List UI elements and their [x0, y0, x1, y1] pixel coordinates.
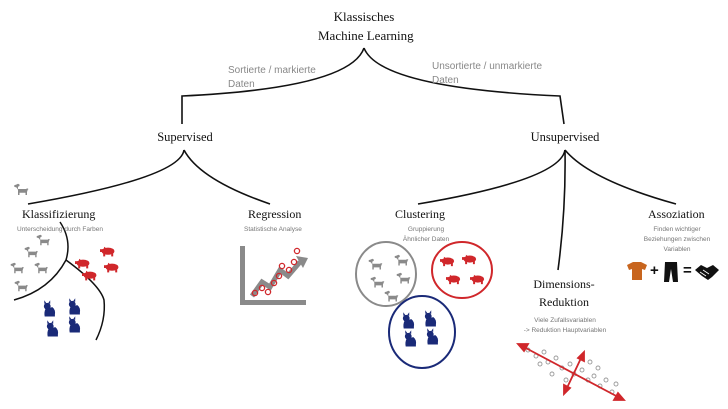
classification-illustration: [10, 183, 121, 341]
dimred-subtitle-line1: Viele Zufallsvariablen: [534, 317, 596, 324]
association-title: Assoziation: [648, 207, 705, 221]
dog-icon: [36, 234, 50, 246]
regression-subtitle: Statistische Analyse: [244, 226, 302, 233]
clustering-title: Clustering: [395, 207, 445, 221]
edge-label-supervised: Sortierte / markierte Daten: [228, 64, 316, 92]
cat-icon: [426, 328, 441, 345]
cat-icon: [402, 312, 417, 329]
pig-icon: [440, 256, 456, 267]
dimred-title-line1: Dimensions-: [533, 277, 595, 291]
root-title-line1: Klassisches: [333, 9, 395, 24]
association-subtitle-line2: Beziehungen zwischen: [643, 236, 711, 243]
cat-icon: [424, 310, 439, 327]
connector-regression: [183, 149, 271, 205]
pig-icon: [82, 270, 99, 281]
clustering-illustration: [355, 241, 493, 369]
principal-axis-head-end: [612, 391, 626, 401]
cat-icon: [43, 300, 58, 317]
dog-icon: [14, 280, 28, 292]
dog-icon: [368, 258, 383, 270]
root-node: Klassisches Machine Learning: [318, 7, 414, 45]
connector-association: [564, 149, 677, 205]
regression-trend-line: [249, 260, 302, 298]
regression-title: Regression: [248, 207, 302, 221]
unsupervised-node: Unsupervised: [530, 130, 600, 144]
secondary-axis: [565, 355, 583, 391]
edge-label-unsupervised-line2: Daten: [432, 75, 459, 86]
connector-root-unsupervised: [363, 47, 565, 125]
secondary-axis-head-start: [563, 383, 572, 397]
dog-icon: [370, 276, 385, 288]
pig-icon: [104, 262, 121, 273]
cluster-navy: [388, 295, 456, 369]
connector-classification: [27, 149, 185, 205]
dimred-axes: [516, 343, 626, 401]
cat-icon: [46, 320, 61, 337]
cluster-red: [431, 241, 493, 299]
pig-icon: [470, 274, 486, 285]
connector-dimred: [557, 149, 566, 271]
regression-x-axis: [240, 300, 306, 305]
dog-icon-group: [10, 183, 50, 292]
cluster-gray: [355, 241, 417, 307]
association-illustration: [627, 262, 719, 282]
edge-label-unsupervised: Unsortierte / unmarkierte Daten: [432, 60, 542, 88]
edge-label-supervised-line2: Daten: [228, 79, 255, 90]
regression-y-axis: [240, 246, 245, 304]
dog-icon-group: [368, 254, 411, 302]
trousers-icon: [664, 262, 678, 282]
dimred-title: Dimensions- Reduktion: [528, 275, 600, 311]
dimred-subtitle: Viele Zufallsvariablen -> Reduktion Haup…: [518, 316, 612, 336]
pig-icon: [462, 254, 478, 265]
dog-icon: [34, 262, 48, 274]
dog-icon: [10, 262, 24, 274]
pig-icon: [100, 246, 117, 257]
association-subtitle-line3: Variablen: [663, 246, 691, 253]
clustering-subtitle-line2: Ähnlicher Daten: [402, 236, 450, 243]
pig-icon: [75, 258, 92, 269]
classification-subtitle: Unterscheidung durch Farben: [17, 226, 103, 233]
dog-icon: [384, 290, 399, 302]
connector-root-supervised: [181, 47, 365, 125]
regression-arrow-head: [296, 256, 308, 268]
plus-sign: +: [650, 262, 659, 279]
association-subtitle-line1: Finden wichtiger: [653, 226, 701, 233]
secondary-axis-head-end: [576, 349, 585, 363]
association-subtitle: Finden wichtiger Beziehungen zwischen Va…: [640, 225, 714, 255]
root-title-line2: Machine Learning: [318, 28, 414, 43]
cat-icon: [68, 316, 83, 333]
edge-label-unsupervised-line1: Unsortierte / unmarkierte: [432, 61, 543, 72]
dimred-illustration: [516, 343, 626, 401]
dog-icon: [394, 254, 409, 266]
dimred-title-line2: Reduktion: [539, 295, 589, 309]
classification-title: Klassifizierung: [22, 207, 96, 221]
supervised-node: Supervised: [157, 130, 213, 144]
tshirt-icon: [627, 262, 647, 280]
principal-axis: [521, 345, 621, 399]
cat-icon-group: [402, 310, 441, 347]
pig-icon-group: [75, 246, 121, 281]
dog-icon: [396, 272, 411, 284]
clustering-subtitle-line1: Gruppierung: [407, 226, 445, 233]
edge-label-supervised-line1: Sortierte / markierte: [228, 65, 316, 76]
regression-points: [251, 247, 301, 297]
regression-illustration: [240, 246, 308, 305]
tree-connectors: [27, 47, 677, 271]
clustering-subtitle: Gruppierung Ähnlicher Daten: [398, 225, 454, 245]
pig-icon-group: [440, 254, 486, 285]
connector-clustering: [417, 149, 566, 205]
dog-icon: [14, 183, 29, 195]
pig-icon: [446, 274, 462, 285]
cat-icon: [404, 330, 419, 347]
cat-icon-group: [43, 298, 83, 337]
principal-axis-head-start: [516, 343, 530, 353]
dimred-subtitle-line2: -> Reduktion Hauptvariablen: [523, 327, 607, 334]
cat-icon: [68, 298, 83, 315]
equals-sign: =: [683, 262, 692, 279]
dog-icon: [24, 246, 38, 258]
